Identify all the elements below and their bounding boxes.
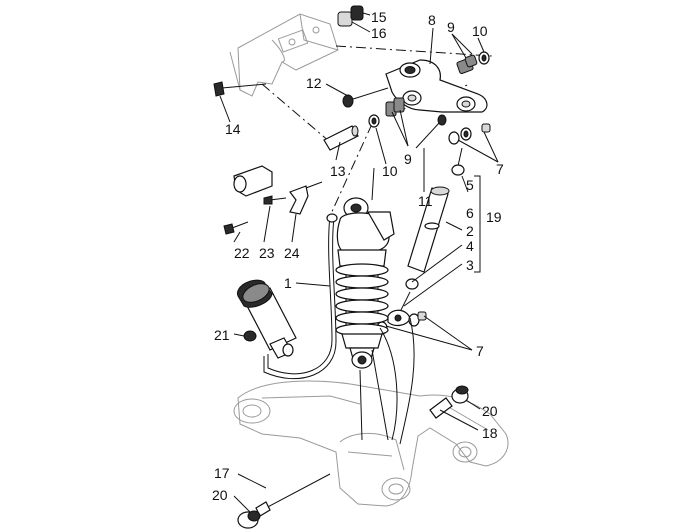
spacer-10-top	[478, 51, 490, 65]
spacer-10-mid	[368, 114, 380, 128]
callout-2: 2	[466, 223, 474, 239]
cap-20-left	[237, 510, 261, 529]
callout-24: 24	[284, 245, 300, 261]
callout-10-mid: 10	[382, 163, 398, 179]
screw-23	[263, 195, 287, 205]
shock-reservoir	[237, 279, 297, 359]
callout-21: 21	[214, 327, 230, 343]
cap-21	[243, 330, 257, 342]
callout-11: 11	[418, 193, 433, 209]
bolt-14	[213, 81, 267, 97]
bush-18	[429, 397, 453, 419]
callout-20-left: 20	[212, 487, 228, 503]
sleeve-13	[323, 125, 359, 151]
washer-7-upper	[448, 123, 491, 145]
callout-1: 1	[284, 275, 292, 291]
callout-9-mid: 9	[404, 151, 412, 167]
part-left-block	[233, 165, 273, 197]
callout-13: 13	[330, 163, 346, 179]
callout-8: 8	[428, 12, 436, 28]
bolt-11	[415, 114, 447, 149]
callout-22: 22	[234, 245, 250, 261]
callout-12: 12	[306, 75, 322, 91]
callout-14: 14	[225, 121, 241, 137]
mount-lines	[359, 317, 415, 445]
callout-18: 18	[482, 425, 498, 441]
bearing-9-top	[456, 54, 478, 74]
rocker-link-8	[385, 59, 488, 113]
pivot-bolt-17	[255, 473, 331, 517]
callout-5: 5	[466, 177, 474, 193]
bolt-12	[342, 87, 389, 108]
leader-lines	[219, 12, 499, 513]
frame-bracket-ghost	[229, 13, 339, 97]
cap-20-right	[451, 385, 469, 404]
callout-3: 3	[466, 257, 474, 273]
callout-10-top: 10	[472, 23, 488, 39]
callout-17: 17	[214, 465, 230, 481]
shock-absorber-1	[263, 197, 395, 380]
callout-4: 4	[466, 238, 474, 254]
screw-22	[223, 221, 249, 235]
tie-rod-19	[387, 147, 465, 327]
callout-labels: 15 16 8 9 10 12 14 13 10 9 7 5 6 11 19 2…	[212, 9, 504, 503]
callout-16: 16	[371, 25, 387, 41]
bracket-19	[474, 175, 481, 273]
callout-7-upper: 7	[496, 161, 504, 177]
bearing-9-mid	[385, 97, 405, 117]
callout-23: 23	[259, 245, 275, 261]
callout-19: 19	[486, 209, 502, 225]
shock-spring	[335, 263, 389, 337]
callout-7-lower: 7	[476, 343, 484, 359]
bush-16	[337, 11, 353, 27]
clip-24	[289, 181, 323, 215]
callout-15: 15	[371, 9, 387, 25]
callout-20-right: 20	[482, 403, 498, 419]
callout-6: 6	[466, 205, 474, 221]
nut-15	[350, 5, 364, 21]
callout-9-top: 9	[447, 19, 455, 35]
